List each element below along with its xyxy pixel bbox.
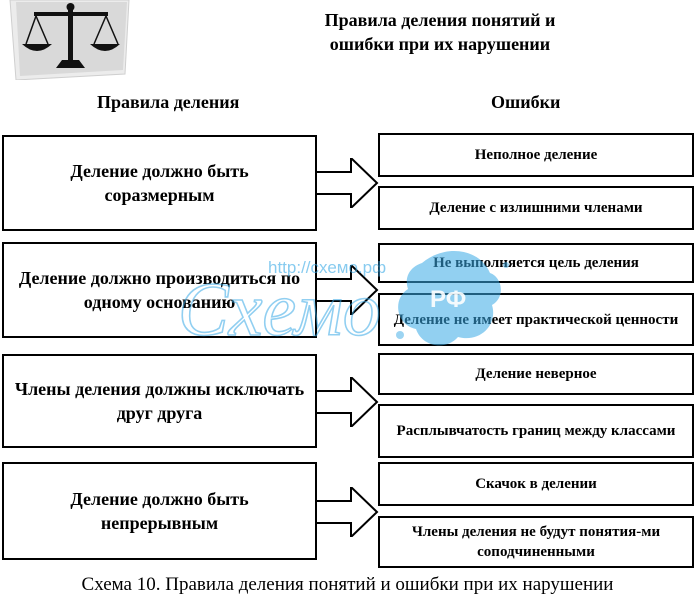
arrow-icon xyxy=(317,158,379,208)
errors-column-header: Ошибки xyxy=(491,92,561,112)
rule-box-3: Члены деления должны исключать друг друг… xyxy=(2,354,317,448)
rule-box-4: Деление должно быть непрерывным xyxy=(2,462,317,560)
error-box-3b: Расплывчатость границ между классами xyxy=(378,404,694,458)
title-line-2: ошибки при их нарушении xyxy=(329,34,551,54)
rule-box-1: Деление должно быть соразмерным xyxy=(2,135,317,231)
rule-box-2: Деление должно производиться по одному о… xyxy=(2,242,317,338)
rules-column-header: Правила деления xyxy=(97,92,240,112)
figure-caption: Схема 10. Правила деления понятий и ошиб… xyxy=(81,574,614,595)
error-box-4b: Члены деления не будут понятия-ми соподч… xyxy=(378,516,694,568)
diagram-title: Правила деления понятий и ошибки при их … xyxy=(275,8,605,56)
arrow-icon xyxy=(317,377,379,427)
arrow-icon xyxy=(317,265,379,315)
scales-icon xyxy=(9,0,130,80)
error-box-1b: Деление с излишними членами xyxy=(378,186,694,230)
error-box-2a: Не выполняется цель деления xyxy=(378,243,694,283)
error-box-3a: Деление неверное xyxy=(378,353,694,395)
error-box-2b: Деление не имеет практической ценности xyxy=(378,293,694,346)
error-box-4a: Скачок в делении xyxy=(378,462,694,506)
error-box-1a: Неполное деление xyxy=(378,133,694,177)
title-line-1: Правила деления понятий и xyxy=(324,10,556,30)
arrow-icon xyxy=(317,487,379,537)
